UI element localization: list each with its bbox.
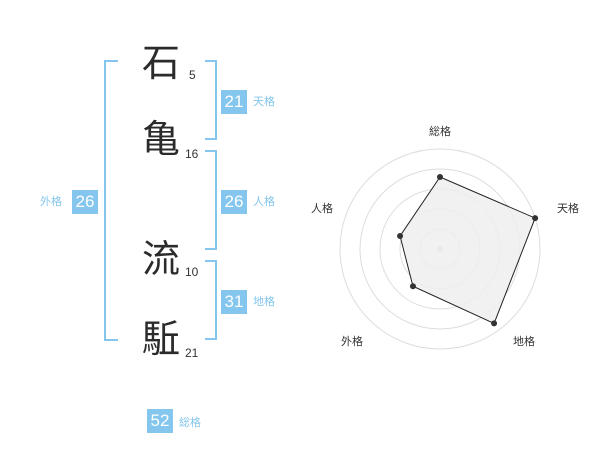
jinkaku-value: 26 [221,190,247,214]
radar-axis-label: 天格 [557,201,579,215]
radar-axis-label: 人格 [311,201,333,215]
stroke-count-1: 5 [189,68,196,82]
radar-axis-label: 外格 [341,334,363,348]
radar-point [397,233,404,240]
gaikaku-value: 26 [72,190,98,214]
tenkaku-value: 21 [221,90,247,114]
name-char-3: 流 [142,237,181,281]
stroke-count-3: 10 [185,265,199,279]
radar-ring [339,148,541,350]
jinkaku-label: 人格 [253,195,275,208]
gaikaku-bracket [104,60,118,341]
name-char-1: 石 [142,41,181,85]
radar-axis-label: 総格 [429,124,451,138]
jinkaku-bracket [205,150,217,250]
radar-polygon [399,176,536,325]
stroke-count-2: 16 [185,147,199,161]
tenkaku-bracket [205,60,217,140]
soukaku-label: 総格 [179,416,201,429]
stroke-count-4: 21 [185,346,199,360]
gaikaku-label: 外格 [40,195,62,208]
radar-point [532,215,539,222]
name-char-2: 亀 [142,117,181,161]
name-char-4: 駈 [142,317,181,361]
radar-point [491,320,498,327]
radar-point [437,174,443,180]
chikaku-value: 31 [221,290,247,314]
chikaku-label: 地格 [253,295,275,308]
soukaku-value: 52 [147,409,173,433]
chikaku-bracket [205,260,217,340]
tenkaku-label: 天格 [253,95,275,108]
radar-axis-label: 地格 [513,334,535,348]
radar-point [409,283,416,290]
